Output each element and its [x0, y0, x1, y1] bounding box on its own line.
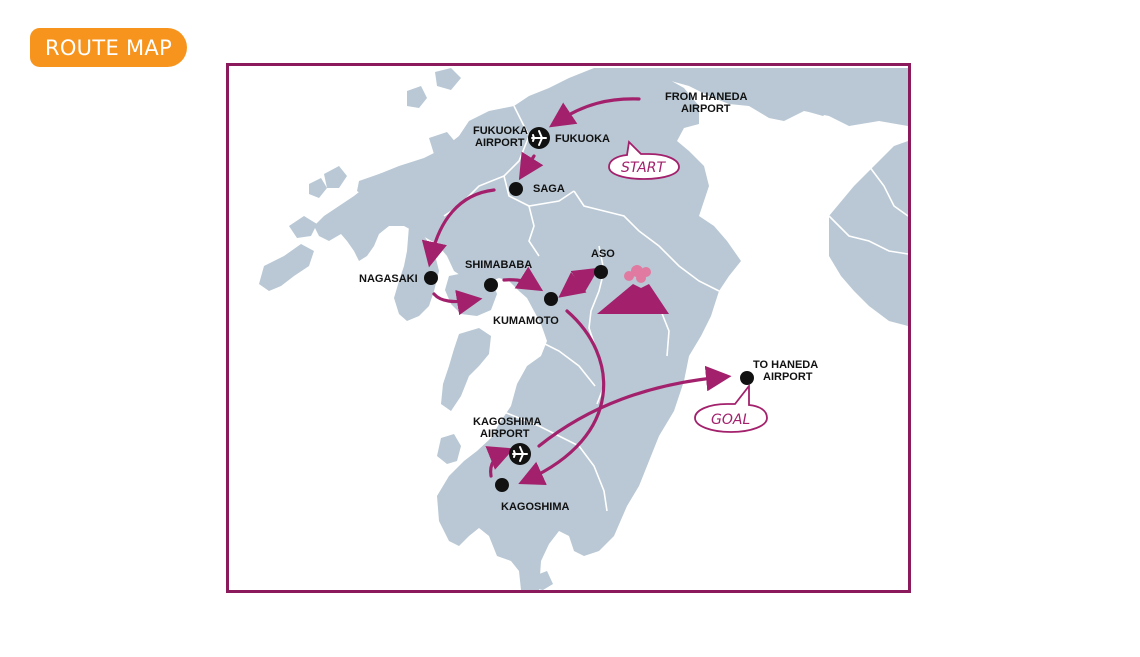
route-airport-to-haneda	[537, 365, 732, 448]
route-kumamoto-to-kagoshima	[518, 309, 606, 486]
route-fukuoka-to-saga	[518, 151, 544, 181]
aso-marker	[594, 265, 608, 279]
amakusa-islands	[441, 328, 491, 411]
saga-marker	[509, 182, 523, 196]
start-callout: START	[608, 140, 680, 180]
label-fukuoka-airport-1: FUKUOKA	[473, 125, 528, 137]
place-labels: FROM HANEDA AIRPORT FUKUOKA AIRPORT FUKU…	[359, 91, 818, 513]
label-kagoshima-airport-1: KAGOSHIMA	[473, 416, 542, 428]
goal-label: GOAL	[711, 412, 750, 428]
label-to-haneda-1: TO HANEDA	[753, 359, 818, 371]
route-map-badge: ROUTE MAP	[30, 28, 187, 67]
route-nagasaki-to-shimababa	[432, 289, 483, 316]
kumamoto-marker	[544, 292, 558, 306]
route-shimababa-to-kumamoto	[502, 266, 544, 292]
route-aso-to-kumamoto	[558, 271, 593, 298]
airplane-icon	[528, 127, 550, 149]
route-kagoshima-to-airport	[485, 446, 514, 478]
route-map: FROM HANEDA AIRPORT FUKUOKA AIRPORT FUKU…	[226, 63, 911, 593]
shimabara-peninsula	[445, 271, 497, 316]
label-kagoshima: KAGOSHIMA	[501, 501, 570, 513]
map-canvas: FROM HANEDA AIRPORT FUKUOKA AIRPORT FUKU…	[259, 68, 908, 590]
shimababa-marker	[484, 278, 498, 292]
shikoku	[829, 141, 908, 326]
airplane-icon	[509, 443, 531, 465]
label-shimababa: SHIMABABA	[465, 259, 532, 271]
goal-callout: GOAL	[694, 383, 768, 433]
route-lines	[421, 97, 732, 486]
kyushu-island	[314, 68, 741, 590]
honshu	[624, 68, 908, 126]
city-markers	[424, 182, 754, 492]
volcano-icon	[597, 265, 669, 314]
label-kagoshima-airport-2: AIRPORT	[480, 428, 530, 440]
to-haneda-marker	[740, 371, 754, 385]
nagasaki-marker	[424, 271, 438, 285]
label-kumamoto: KUMAMOTO	[493, 315, 559, 327]
label-fukuoka: FUKUOKA	[555, 133, 610, 145]
label-from-haneda-1: FROM HANEDA	[665, 91, 748, 103]
label-saga: SAGA	[533, 183, 565, 195]
land-masses	[259, 68, 908, 590]
label-nagasaki: NAGASAKI	[359, 273, 418, 285]
route-haneda-to-fukuoka	[549, 97, 641, 128]
label-aso: ASO	[591, 248, 615, 260]
label-fukuoka-airport-2: AIRPORT	[475, 137, 525, 149]
label-from-haneda-2: AIRPORT	[681, 103, 731, 115]
goto-islands	[259, 244, 314, 291]
kagoshima-marker	[495, 478, 509, 492]
start-label: START	[621, 160, 666, 176]
route-saga-to-nagasaki	[421, 188, 496, 268]
label-to-haneda-2: AIRPORT	[763, 371, 813, 383]
